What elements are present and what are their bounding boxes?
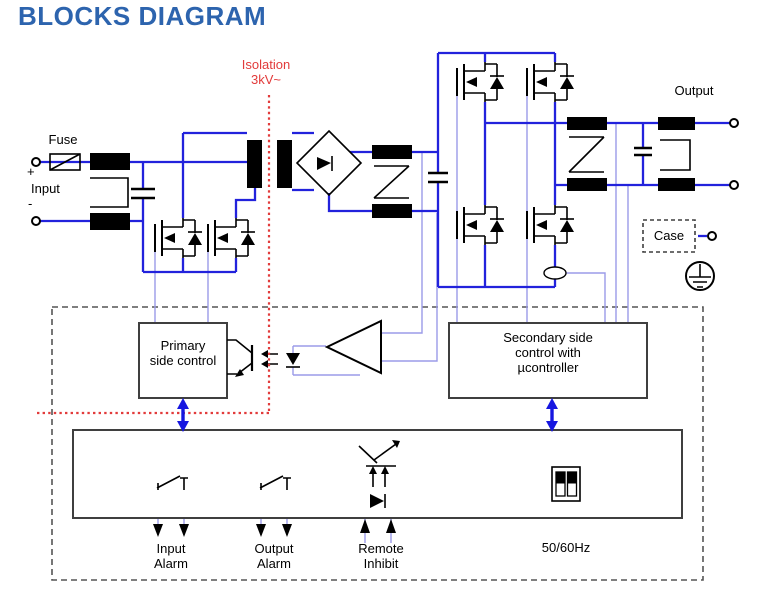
enclosure-dashed-box [51, 306, 704, 581]
feedback-amplifier [324, 319, 382, 375]
bridge-rectifier [295, 129, 363, 197]
hbridge-mosfet-tr [526, 61, 575, 103]
input-minus-terminal [31, 216, 41, 226]
secondary-control-bus-arrow [546, 398, 558, 432]
primary-mosfet-2 [207, 217, 256, 259]
fuse-symbol [49, 153, 81, 171]
case-terminal [707, 231, 717, 241]
input-alarm-relay [153, 475, 189, 537]
input-label: Input [31, 181, 60, 196]
hbridge-mosfet-br [526, 204, 575, 246]
page-title: BLOCKS DIAGRAM [18, 1, 267, 31]
input-plus-terminal [31, 157, 41, 167]
interface-box [72, 429, 683, 519]
frequency-label: 50/60Hz [541, 540, 591, 555]
fuse-label: Fuse [48, 132, 78, 147]
feedback-optocoupler [227, 339, 300, 377]
output-alarm-relay [256, 475, 292, 537]
input-capacitor [131, 187, 155, 200]
output-label: Output [674, 83, 714, 98]
output-plus-terminal [729, 118, 739, 128]
primary-control-box [138, 322, 228, 399]
current-sensor [543, 266, 567, 280]
primary-mosfet-1 [154, 217, 203, 259]
primary-control-bus-arrow [177, 398, 189, 432]
power-wires [40, 51, 730, 289]
isolation-transformer [247, 140, 292, 188]
output-minus-terminal [729, 180, 739, 190]
earth-ground-icon [685, 261, 715, 291]
output-emi-filter [658, 117, 695, 191]
case-box [642, 219, 696, 253]
input-minus-label: - [28, 196, 33, 211]
output-transformer [567, 117, 607, 191]
bus-capacitor [428, 171, 448, 184]
frequency-dip-switch [551, 466, 581, 502]
secondary-control-box [448, 322, 648, 399]
input-plus-label: + [27, 164, 35, 179]
hbridge-mosfet-tl [456, 61, 505, 103]
case-label: Case [653, 228, 685, 243]
isolation-boundary-line [37, 95, 271, 415]
input-emi-filter [90, 153, 130, 230]
dc-filter-choke [372, 145, 412, 218]
hbridge-mosfet-bl [456, 204, 505, 246]
output-capacitor [634, 146, 652, 157]
remote-inhibit-optocoupler [358, 440, 400, 533]
